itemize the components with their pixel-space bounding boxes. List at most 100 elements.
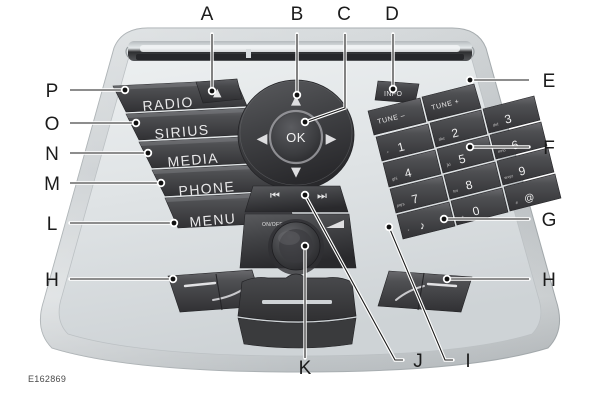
callout-G — [439, 214, 531, 224]
callout-letter-E: E — [543, 71, 556, 92]
dpad-down-button[interactable]: ▼ — [291, 165, 301, 180]
menu-button-label: MENU — [189, 210, 237, 230]
sirius-button-label: SIRIUS — [154, 121, 210, 142]
ok-button[interactable]: OK — [268, 109, 324, 165]
callout-C — [300, 32, 347, 127]
eject-button[interactable]: ▲ — [195, 78, 243, 104]
keypad-key-3-num: 3 — [503, 111, 513, 126]
callout-letter-F: F — [543, 138, 555, 159]
previous-track-button[interactable]: ⏮ — [270, 189, 280, 202]
callout-letter-J: J — [413, 351, 423, 372]
dpad-right-button[interactable]: ▶ — [326, 131, 337, 147]
keypad-key-0-num: 0 — [471, 203, 481, 218]
callout-J — [300, 190, 405, 362]
keypad-key-star-num: ♪ — [418, 220, 426, 233]
next-track-button[interactable]: ⏭ — [317, 189, 327, 202]
callout-M — [68, 178, 166, 188]
right-soft-button[interactable] — [377, 270, 473, 313]
tune-plus-button[interactable]: TUNE + — [421, 83, 482, 122]
next-track-icon: ⏭ — [317, 189, 327, 202]
keypad-key-3[interactable]: 3 def — [482, 95, 541, 134]
dpad-up-button[interactable]: ▲ — [291, 93, 301, 108]
dpad-left-button[interactable]: ◀ — [257, 131, 268, 147]
keypad-key-hash-num: @ — [523, 192, 536, 205]
callout-letter-A: A — [201, 4, 214, 25]
callout-B — [292, 32, 302, 100]
tune-down-button[interactable]: TUNE – — [367, 97, 427, 136]
callout-F — [465, 142, 531, 152]
keypad-key-7-num: 7 — [410, 191, 420, 206]
keypad-key-6-num: 6 — [510, 137, 520, 152]
keypad-key-hash[interactable]: @ # — [503, 173, 562, 212]
keypad-key-6-sub: mno — [497, 147, 507, 154]
ok-button-label: OK — [286, 130, 306, 145]
keypad-key-4[interactable]: 4 ghi — [382, 149, 442, 188]
callout-H-left — [68, 274, 178, 284]
phone-button-label: PHONE — [178, 178, 236, 199]
callout-letter-D: D — [385, 4, 399, 25]
chevron-up-icon: ▲ — [291, 93, 301, 108]
keypad-key-1-sub: ⌕ — [386, 149, 389, 154]
keypad-key-0-sub: + — [461, 214, 465, 220]
keypad-key-5-sub: jkl — [445, 162, 451, 168]
callout-letter-H-left: H — [45, 270, 59, 291]
callout-D — [388, 32, 398, 94]
keypad-key-1[interactable]: 1 ⌕ — [375, 123, 435, 162]
keypad-key-5-num: 5 — [457, 151, 467, 166]
sirius-button[interactable] — [125, 107, 260, 141]
keypad-key-3-sub: def — [492, 121, 499, 127]
callout-A — [207, 32, 217, 96]
callout-E — [465, 75, 531, 85]
info-button-label: INFO — [384, 91, 402, 98]
callout-letter-K: K — [299, 358, 312, 379]
callout-letter-G: G — [542, 210, 557, 231]
numeric-keypad: TUNE – TUNE + 1 ⌕ 2 abc 3 def — [367, 83, 562, 240]
previous-track-icon: ⏮ — [270, 189, 280, 202]
radio-button-label: RADIO — [142, 94, 195, 114]
volume-knob-label: ON/OFF — [262, 222, 283, 228]
keypad-key-5[interactable]: 5 jkl — [436, 135, 495, 174]
keypad-key-6[interactable]: 6 mno — [489, 121, 548, 160]
keypad-key-2-num: 2 — [450, 125, 460, 140]
callout-letter-M: M — [44, 174, 60, 195]
callout-I — [384, 222, 455, 362]
keypad-key-2-sub: abc — [438, 135, 445, 141]
keypad-key-7[interactable]: 7 pqrs — [389, 175, 449, 214]
keypad-key-7-sub: pqrs — [396, 201, 405, 208]
keypad-key-9-num: 9 — [517, 163, 527, 178]
dpad-cluster: ▲ ▼ ◀ ▶ OK — [237, 79, 355, 191]
callout-letter-L: L — [47, 214, 58, 235]
callout-layer: A B C D E F G H H I J K L M N O P — [44, 4, 556, 379]
callout-letter-C: C — [337, 4, 351, 25]
keypad-key-1-num: 1 — [396, 139, 406, 154]
callout-O — [68, 118, 141, 128]
figure-id: E162869 — [28, 374, 66, 384]
callout-letter-I: I — [465, 351, 470, 372]
keypad-key-2[interactable]: 2 abc — [429, 109, 488, 148]
keypad-key-8-num: 8 — [464, 177, 474, 192]
callout-P — [68, 85, 130, 95]
callout-letter-N: N — [45, 144, 59, 165]
keypad-key-8[interactable]: 8 tuv — [443, 161, 502, 200]
keypad-key-9-sub: wxyz — [504, 173, 514, 180]
callout-letter-H-right: H — [542, 270, 556, 291]
left-button-stack: RADIO SIRIUS MEDIA PHONE MENU — [112, 79, 296, 230]
keypad-key-0[interactable]: 0 + — [450, 187, 509, 226]
keypad-key-star[interactable]: ♪ * — [396, 201, 456, 240]
callout-letter-B: B — [291, 4, 304, 25]
keypad-key-9[interactable]: 9 wxyz — [496, 147, 555, 186]
volume-power-knob[interactable]: ON/OFF — [239, 213, 357, 275]
transport-cluster: ⏮ ⏭ — [244, 185, 349, 213]
keypad-key-4-num: 4 — [403, 165, 413, 180]
callout-H-right — [442, 274, 531, 284]
keypad-key-star-sub: * — [407, 228, 410, 233]
cd-slot[interactable] — [125, 41, 475, 61]
keypad-key-4-sub: ghi — [391, 175, 397, 181]
keypad-key-hash-sub: # — [515, 200, 519, 206]
eject-icon: ▲ — [213, 86, 222, 99]
callout-L — [68, 218, 179, 228]
keypad-key-8-sub: tuv — [452, 187, 458, 193]
lower-vent-panel[interactable] — [237, 273, 357, 349]
